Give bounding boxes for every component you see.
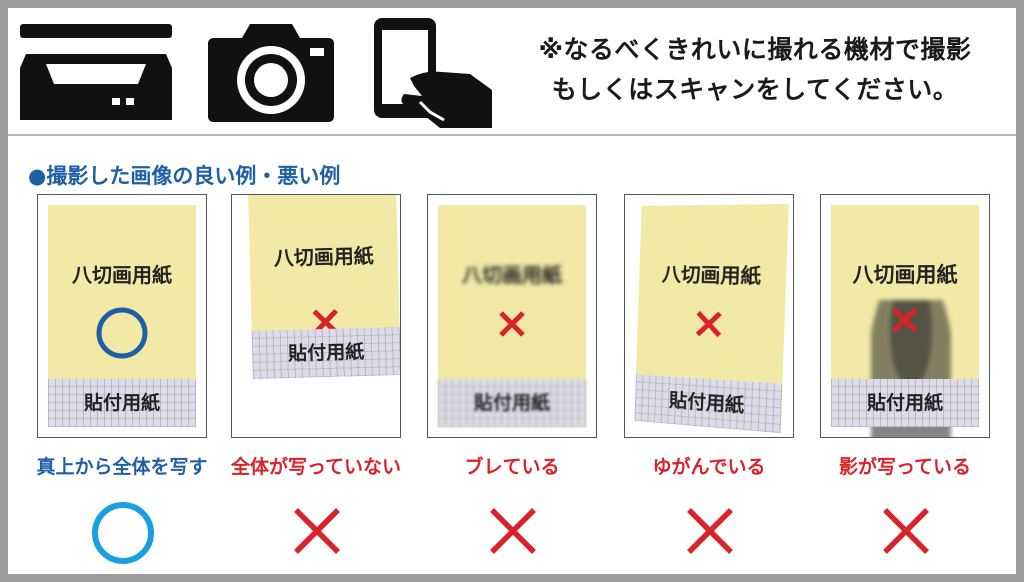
shooting-notice: ※なるべくきれいに撮れる機材で撮影 もしくはスキャンをしてください。: [520, 30, 990, 110]
example-card-distorted: 八切画用紙 貼付用紙: [624, 194, 794, 438]
paper-label: 貼付用紙: [48, 379, 196, 427]
bad-cross-icon: [890, 305, 920, 335]
example-card-shadow: 八切画用紙 貼付用紙: [820, 194, 990, 438]
paper: 八切画用紙 貼付用紙: [48, 205, 196, 427]
paper-label: 貼付用紙: [634, 374, 783, 434]
caption-good: 真上から全体を写す: [36, 456, 208, 478]
bad-cross-icon: [497, 309, 527, 339]
bad-cross-icon: [879, 504, 933, 558]
bad-cross-icon: [683, 504, 737, 558]
caption-distorted: ゆがんでいる: [652, 456, 766, 478]
section-title: ●撮影した画像の良い例・悪い例: [28, 164, 341, 188]
bad-cross-icon: [693, 309, 724, 340]
bad-cross-icon: [290, 504, 344, 558]
divider: [8, 134, 1016, 136]
paper-title: 八切画用紙: [852, 263, 958, 287]
paper-label: 貼付用紙: [438, 379, 586, 427]
example-card-blurred: 八切画用紙 貼付用紙: [427, 194, 597, 438]
notice-line-1: ※なるべくきれいに撮れる機材で撮影: [538, 35, 972, 64]
paper: 八切画用紙 貼付用紙: [438, 205, 586, 427]
paper-title: 八切画用紙: [72, 263, 172, 287]
smartphone-icon: [370, 16, 494, 130]
paper: 八切画用紙 貼付用紙: [831, 205, 979, 437]
camera-icon: [204, 20, 338, 124]
good-circle-icon: [94, 305, 150, 361]
caption-blurred: ブレている: [464, 456, 560, 478]
paper-title: 八切画用紙: [661, 262, 762, 289]
paper: 八切画用紙 貼付用紙: [247, 195, 400, 379]
scanner-icon: [20, 20, 172, 126]
paper-label: 貼付用紙: [831, 379, 979, 427]
notice-line-2: もしくはスキャンをしてください。: [551, 75, 959, 104]
paper: 八切画用紙 貼付用紙: [634, 203, 789, 434]
caption-cropped: 全体が写っていない: [230, 456, 402, 478]
example-card-cropped: 八切画用紙 貼付用紙: [231, 194, 401, 438]
paper-label: 貼付用紙: [251, 327, 400, 379]
example-card-good: 八切画用紙 貼付用紙: [37, 194, 207, 438]
caption-shadow: 影が写っている: [838, 456, 972, 478]
bad-cross-icon: [486, 504, 540, 558]
paper-title: 八切画用紙: [462, 263, 562, 287]
paper-title: 八切画用紙: [273, 243, 375, 271]
good-circle-icon: [90, 500, 156, 566]
